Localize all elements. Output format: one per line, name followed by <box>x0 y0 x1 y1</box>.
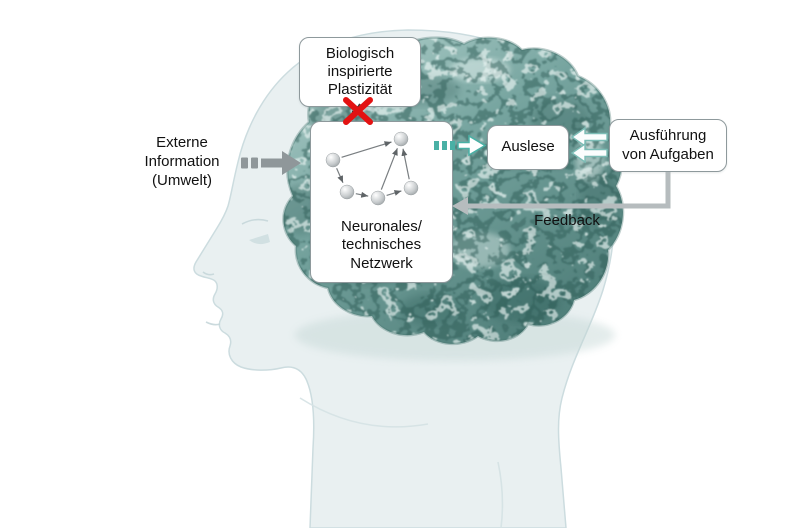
auslese-box: Auslese <box>487 125 569 170</box>
neck-line <box>497 461 504 528</box>
plasticity-label: Biologisch inspirierte Plastizität <box>325 44 395 99</box>
feedback-arrow-icon <box>452 172 671 215</box>
eyebrow-line <box>241 218 269 225</box>
network-label: Neuronales/ technisches Netzwerk <box>341 218 422 272</box>
network-box: Neuronales/ technisches Netzwerk <box>310 121 453 283</box>
feedback-label: Feedback <box>534 212 600 229</box>
eye-line <box>249 234 270 245</box>
ausfuehrung-box: Ausführung von Aufgaben <box>609 119 727 172</box>
ear-line <box>445 290 476 334</box>
jaw-line <box>299 397 429 428</box>
plasticity-box: Biologisch inspirierte Plastizität <box>299 37 421 107</box>
external-info-label: Externe Information (Umwelt) <box>144 134 220 190</box>
nostril-line <box>202 271 215 276</box>
brain-shadow <box>295 309 615 361</box>
return-arrow-icon <box>570 126 608 164</box>
input-arrow-icon <box>241 151 301 175</box>
lips-line <box>205 321 221 326</box>
ausfuehrung-label: Ausführung von Aufgaben <box>622 127 714 163</box>
auslese-label: Auslese <box>501 138 555 156</box>
